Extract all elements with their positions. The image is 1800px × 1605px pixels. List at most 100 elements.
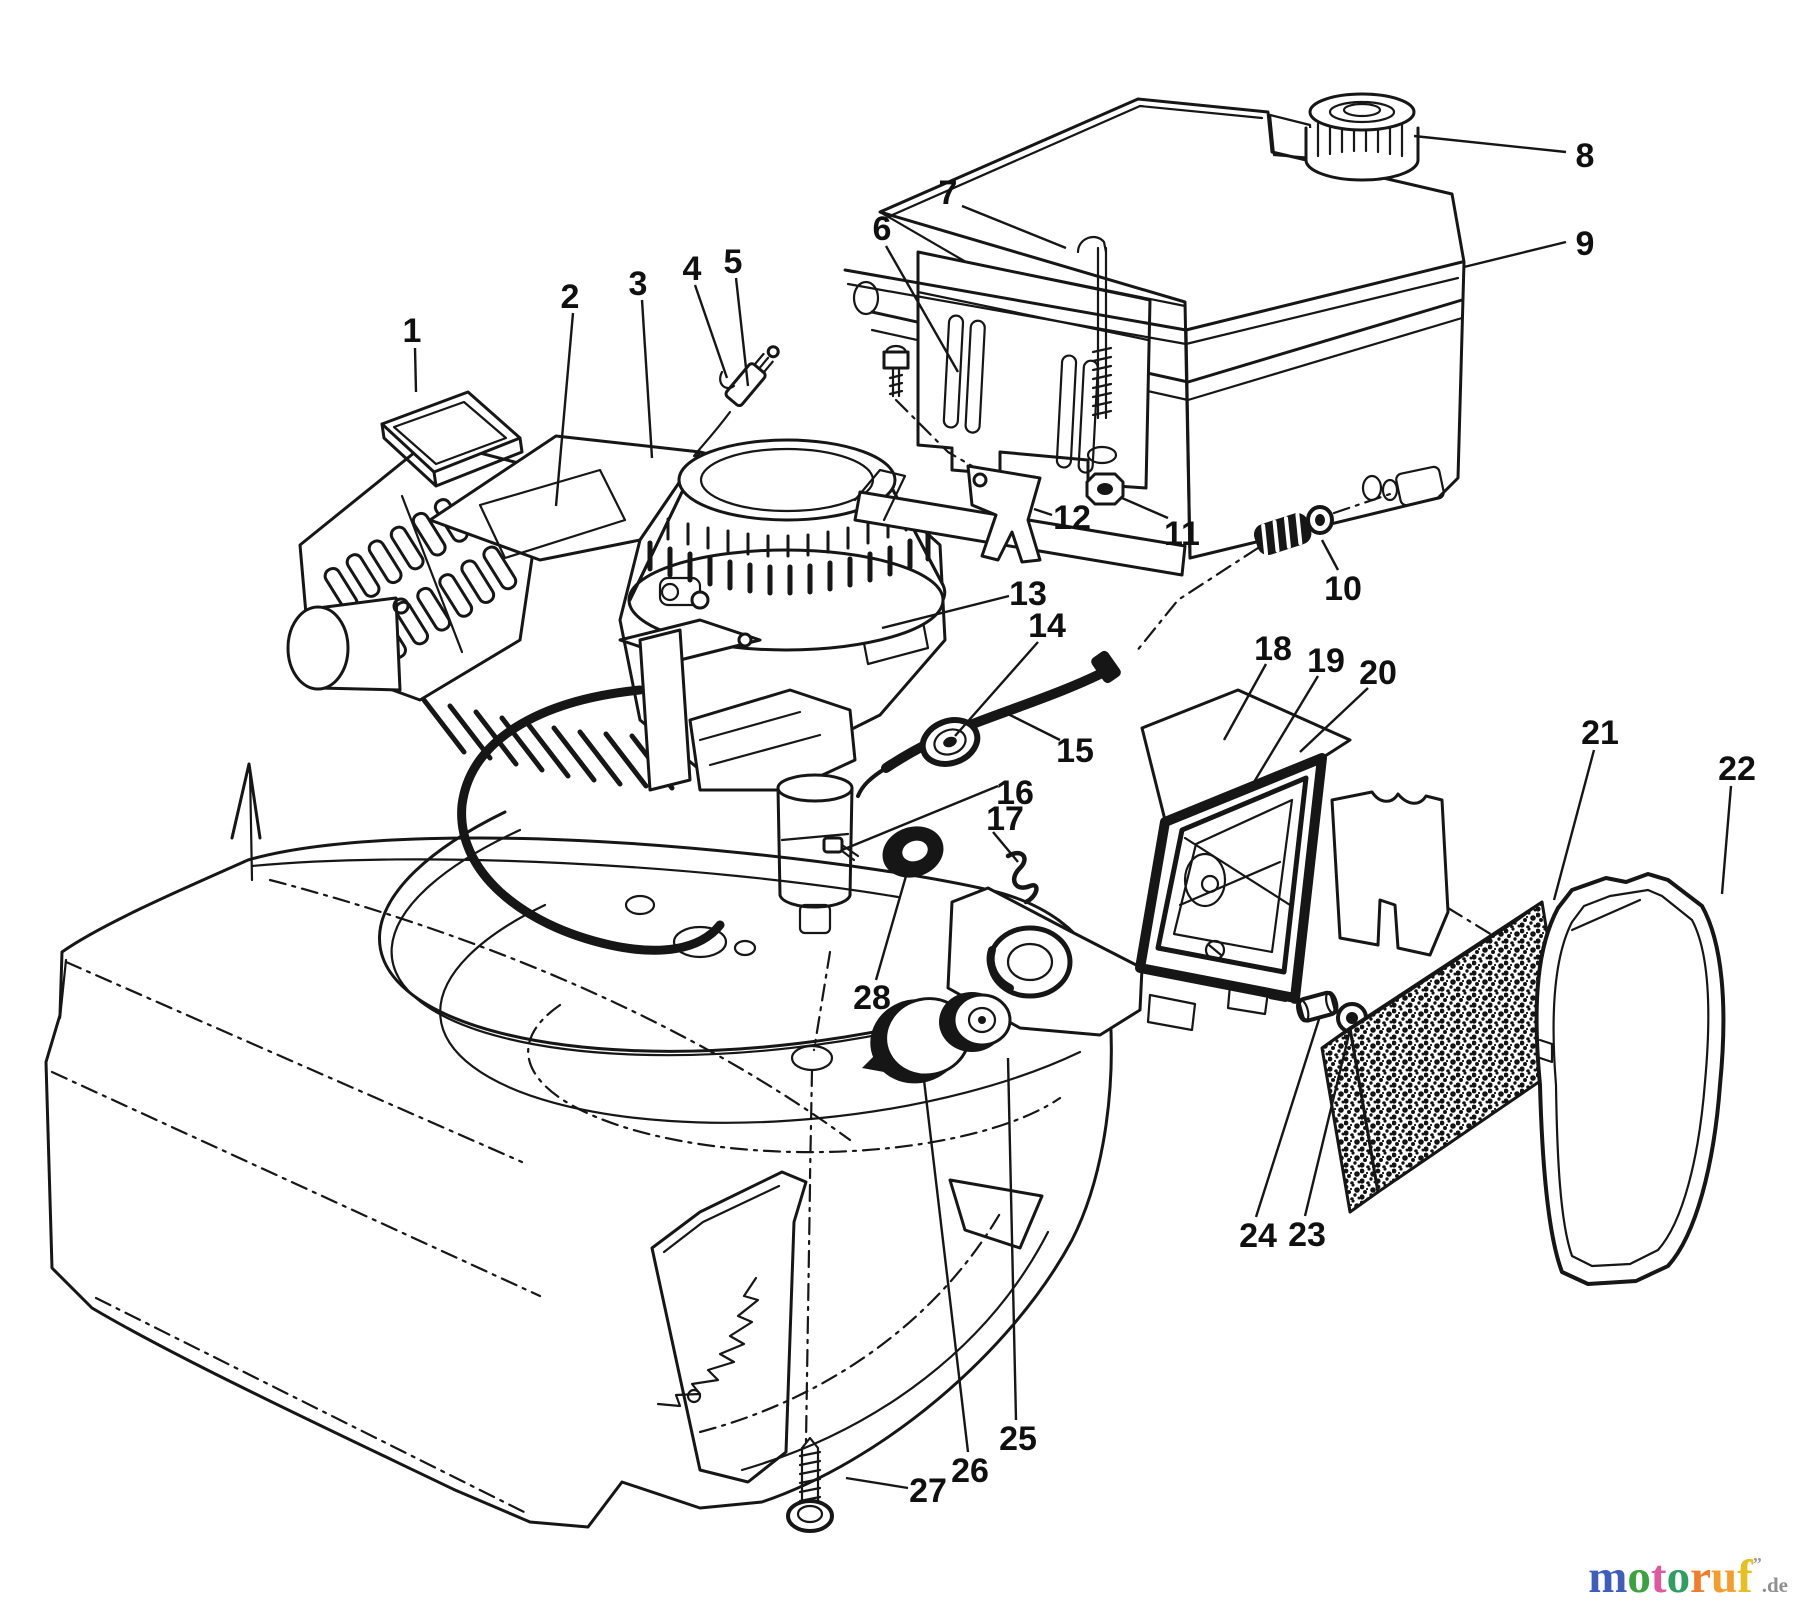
leader-line-4 [693, 284, 729, 379]
leader-line-15 [999, 708, 1061, 742]
leader-line-12 [1033, 507, 1053, 517]
foam-filter-element [1320, 900, 1570, 1214]
spark-plug-wire [457, 685, 725, 955]
leader-line-7 [961, 204, 1067, 250]
leader-line-18 [1222, 663, 1268, 741]
primer-bulb-assembly [862, 992, 1012, 1084]
leader-line-8 [1413, 134, 1567, 154]
leader-line-23 [1303, 1029, 1352, 1217]
logo-letter: r [1690, 1551, 1711, 1603]
carb-mount-bolt [822, 836, 860, 862]
leader-line-1 [413, 347, 418, 393]
starter-vent-slots [647, 530, 931, 596]
leader-line-16 [841, 784, 999, 852]
part-label-18: 18 [1254, 630, 1292, 668]
part-label-23: 23 [1288, 1216, 1326, 1254]
part-label-1: 1 [403, 312, 422, 350]
leader-line-26 [922, 1079, 970, 1453]
part-label-11: 11 [1164, 515, 1200, 553]
leader-line-6 [884, 245, 960, 373]
part-label-7: 7 [939, 174, 958, 212]
part-label-27: 27 [909, 1472, 947, 1510]
control-bracket [1330, 790, 1522, 957]
carburetor [618, 590, 1039, 935]
leader-line-24 [1254, 1015, 1322, 1218]
cable-clip [719, 370, 736, 390]
leader-line-19 [1246, 675, 1320, 793]
bowl-drain [798, 903, 832, 935]
engine-assembly [286, 345, 1039, 955]
part-label-2: 2 [561, 278, 580, 316]
spark-plug [724, 345, 780, 408]
part-label-16: 16 [996, 774, 1034, 812]
part-label-3: 3 [629, 265, 648, 303]
leader-line-13 [881, 594, 1010, 630]
tank-strap-bolt [1076, 235, 1118, 465]
part-label-13: 13 [1009, 575, 1047, 613]
part-label-15: 15 [1056, 732, 1094, 770]
logo-letter: m [1588, 1551, 1628, 1603]
part-label-25: 25 [999, 1420, 1037, 1458]
air-cleaner-cover [1534, 872, 1726, 1286]
part-label-12: 12 [1053, 499, 1091, 537]
logo-letter: t [1650, 1551, 1667, 1603]
spacer [1296, 990, 1339, 1023]
fuel-tank-assembly [843, 92, 1466, 654]
model-plate [380, 390, 524, 654]
logo-letter: o [1627, 1551, 1651, 1603]
air-cleaner-frame-outer [1135, 753, 1327, 1003]
leader-line-21 [1552, 749, 1596, 901]
governor-spring-clip [1005, 850, 1039, 905]
logo-letter: f [1737, 1551, 1753, 1603]
leader-line-27 [845, 1476, 909, 1490]
leader-line-28 [874, 875, 908, 981]
leader-line-3 [640, 299, 654, 459]
air-inlet [986, 925, 1073, 999]
leader-line-20 [1299, 687, 1369, 753]
logo-mark: ” [1752, 1554, 1762, 1574]
fuel-cap [1304, 92, 1420, 182]
leader-line-25 [1006, 1057, 1018, 1421]
carb-gasket [882, 826, 944, 878]
fuel-line-spring [1134, 490, 1398, 654]
part-label-5: 5 [724, 243, 743, 281]
logo-letter: u [1710, 1551, 1738, 1603]
leader-line-5 [734, 277, 750, 387]
part-label-10: 10 [1324, 570, 1362, 608]
plug-wire-upper [692, 410, 732, 458]
logo-letter: o [1666, 1551, 1691, 1603]
fuel-hose [881, 663, 1117, 773]
mount-bracket [966, 464, 1042, 564]
logo-text: motoruf [1588, 1554, 1752, 1601]
tank-strap [843, 260, 1464, 332]
leader-line-17 [992, 831, 1019, 863]
deck-screw-boss [790, 1044, 834, 1072]
deck-discharge-tab [948, 1178, 1044, 1250]
part-label-26: 26 [951, 1452, 989, 1490]
deck-screw [786, 1436, 834, 1533]
air-cleaner-assembly [946, 688, 1522, 1037]
deck-serrated-ramp [650, 1170, 808, 1484]
air-cleaner-frame-inner [1155, 775, 1309, 975]
shroud-recess [478, 468, 627, 560]
leader-line-14 [954, 641, 1039, 737]
leader-line-2 [554, 312, 575, 507]
leader-line-22 [1720, 785, 1733, 895]
watermark-logo: motoruf”.de [1588, 1554, 1788, 1601]
leader-line-11 [1121, 496, 1169, 520]
part-label-21: 21 [1581, 714, 1619, 752]
part-label-4: 4 [683, 250, 702, 288]
mower-deck [44, 762, 1113, 1529]
deck-rim-tab [230, 762, 262, 840]
part-label-14: 14 [1028, 607, 1066, 645]
shield-bolt [882, 344, 974, 468]
part-label-22: 22 [1718, 750, 1756, 788]
part-label-19: 19 [1307, 642, 1345, 680]
part-label-17: 17 [986, 800, 1024, 838]
flange-nut [1085, 472, 1125, 506]
leader-line-10 [1320, 539, 1340, 571]
part-label-9: 9 [1576, 225, 1595, 263]
part-label-20: 20 [1359, 654, 1397, 692]
